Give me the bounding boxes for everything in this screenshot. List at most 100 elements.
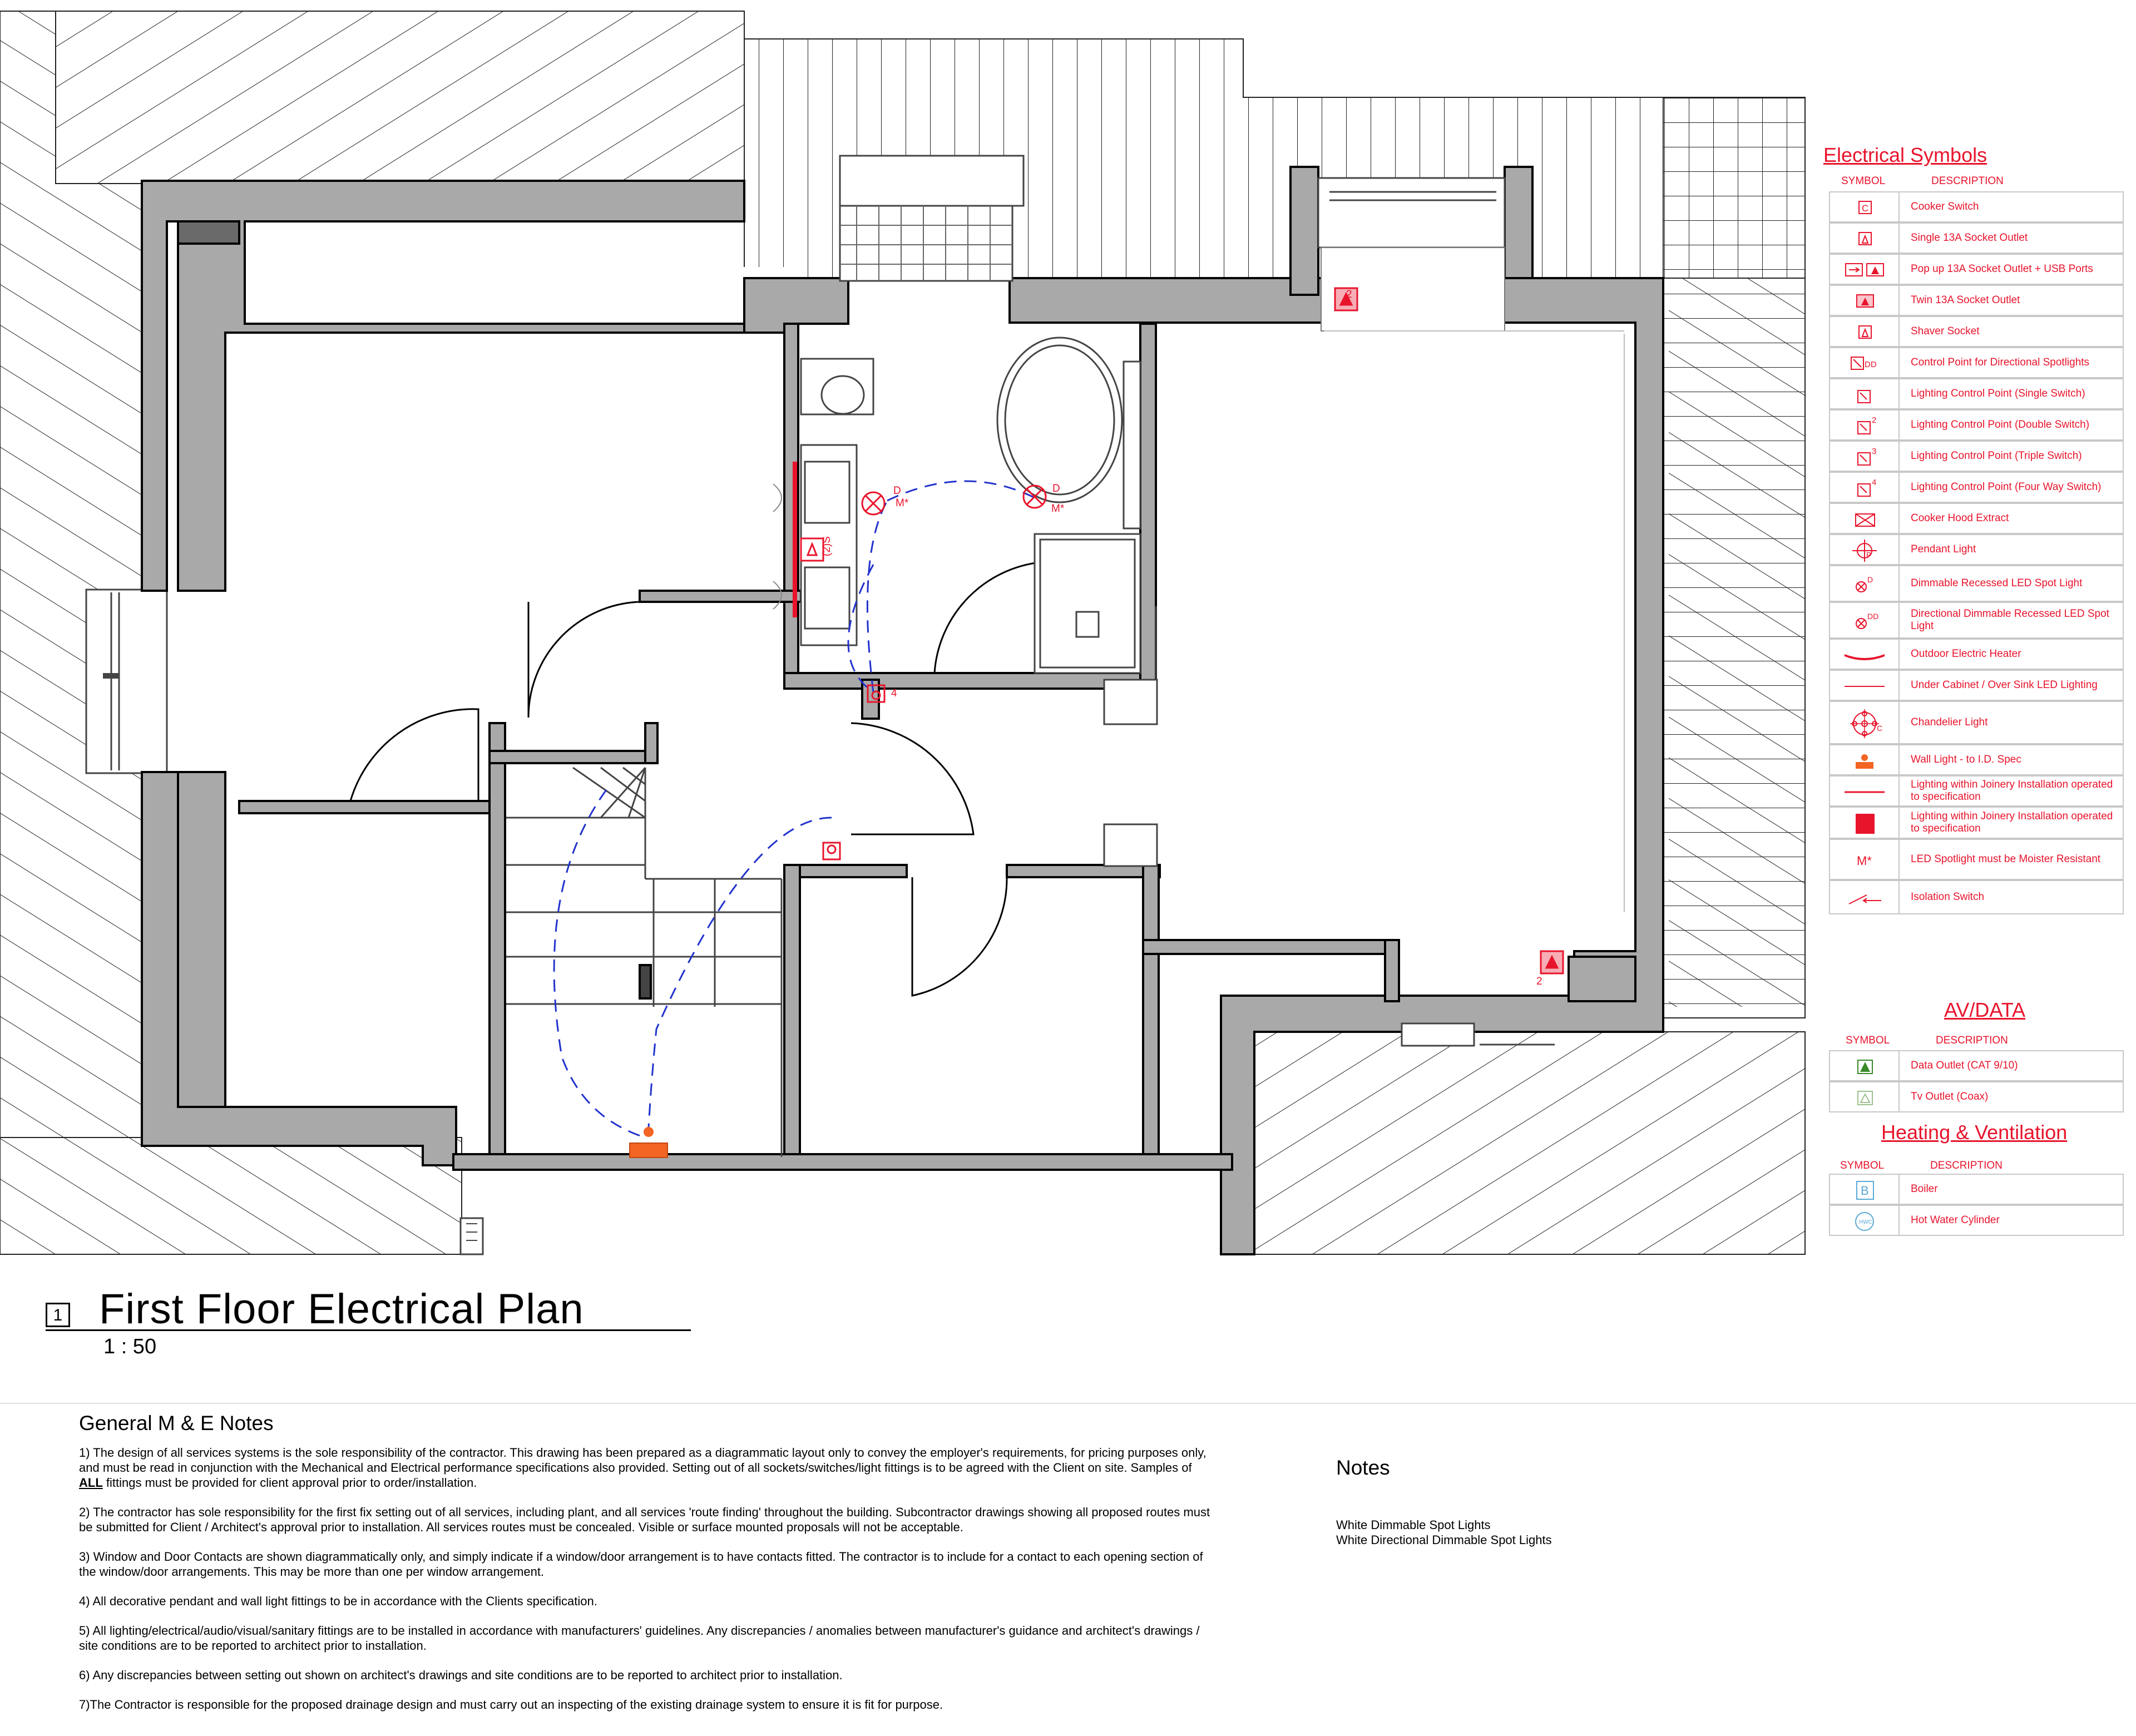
label-m2: M* — [1051, 503, 1065, 515]
general-notes-title: General M & E Notes — [79, 1412, 274, 1435]
legend-description: Lighting within Joinery Installation ope… — [1911, 810, 2113, 834]
svg-text:DD: DD — [1865, 360, 1877, 369]
joinery-light-strip — [793, 462, 797, 617]
legend-heating-description-header: DESCRIPTION — [1930, 1160, 2002, 1171]
notes-title: Notes — [1336, 1456, 1390, 1479]
label-m1: M* — [896, 497, 909, 509]
legend-description: Outdoor Electric Heater — [1911, 648, 2021, 660]
svg-text:C: C — [1862, 203, 1868, 214]
pendant-light-icon: P — [1830, 535, 1900, 564]
cabinet-bath — [1103, 679, 1158, 725]
general-note-text: 4) All decorative pendant and wall light… — [79, 1594, 597, 1608]
cooker-switch-icon: C — [1830, 192, 1900, 221]
wall-north-mid — [1008, 277, 1325, 324]
legend-row: Twin 13A Socket Outlet — [1829, 285, 2124, 316]
wall-bedroom2-step — [1142, 939, 1400, 955]
svg-text:P: P — [1866, 551, 1871, 559]
legend-row: D Dimmable Recessed LED Spot Light — [1829, 565, 2124, 602]
legend-description-header: DESCRIPTION — [1931, 175, 2004, 187]
legend-av-symbol-header: SYMBOL — [1846, 1035, 1890, 1046]
legend-description: Boiler — [1911, 1183, 1938, 1195]
switch-double-icon: 2 — [1830, 410, 1900, 439]
general-note-text: 6) Any discrepancies between setting out… — [79, 1668, 843, 1682]
legend-description: Under Cabinet / Over Sink LED Lighting — [1911, 679, 2098, 691]
label-d2: D — [1052, 483, 1060, 494]
wall-column-tl — [177, 220, 240, 245]
svg-text:DD: DD — [1867, 612, 1878, 621]
switching-circuits — [553, 480, 1041, 1139]
general-note: 2) The contractor has sole responsibilit… — [79, 1505, 1217, 1535]
legend-row: Lighting Control Point (Single Switch) — [1829, 378, 2124, 409]
label-shaver: (2)S — [821, 536, 833, 556]
popup-socket-usb-icon — [1830, 255, 1900, 284]
legend-description: Data Outlet (CAT 9/10) — [1911, 1060, 2018, 1071]
wall-bedroom2-step-v — [1384, 939, 1400, 1002]
general-note: 6) Any discrepancies between setting out… — [79, 1668, 1217, 1683]
wall-stair-west — [488, 722, 506, 1158]
svg-text:3: 3 — [1872, 447, 1876, 456]
legend-description: Dimmable Recessed LED Spot Light — [1911, 577, 2083, 589]
legend-av-title: AV/DATA — [1944, 998, 2026, 1021]
switch-four-way-icon: 4 — [1830, 473, 1900, 502]
legend-description: Chandelier Light — [1911, 716, 1988, 728]
hot-water-cylinder-icon: HWC — [1830, 1206, 1900, 1235]
legend-description: Tv Outlet (Coax) — [1911, 1091, 1989, 1102]
door-bedroom1 — [527, 601, 640, 718]
dormer-window-right — [1317, 177, 1506, 332]
legend-row: Pop up 13A Socket Outlet + USB Ports — [1829, 254, 2124, 285]
directional-control-icon: DD — [1830, 348, 1900, 377]
legend-row: Isolation Switch — [1829, 880, 2124, 914]
general-note: 1) The design of all services systems is… — [79, 1445, 1217, 1490]
door-bedroom3 — [911, 877, 1008, 997]
wall-light-icon — [1830, 745, 1900, 774]
legend-description: Lighting Control Point (Double Switch) — [1911, 419, 2090, 431]
switch-four-way-icon — [867, 684, 886, 703]
general-note-text: 3) Window and Door Contacts are shown di… — [79, 1550, 1203, 1579]
wall-stair-cupboard — [644, 722, 659, 764]
general-note: 7)The Contractor is responsible for the … — [79, 1697, 1217, 1712]
wall-north-right — [1220, 277, 1664, 1255]
label-switch-2-bottom: 2 — [1536, 976, 1542, 987]
legend-description: Directional Dimmable Recessed LED Spot L… — [1911, 608, 2109, 632]
legend-description: Hot Water Cylinder — [1911, 1214, 2000, 1226]
wall-bedroom3-south — [452, 1153, 1233, 1171]
twin-socket-icon — [1540, 950, 1564, 975]
general-notes-list: 1) The design of all services systems is… — [79, 1445, 1217, 1727]
general-note: 4) All decorative pendant and wall light… — [79, 1594, 1217, 1609]
walls — [141, 166, 1664, 1255]
single-socket-icon — [1830, 224, 1900, 253]
page-title: First Floor Electrical Plan — [99, 1285, 584, 1333]
drawing-scale: 1 : 50 — [103, 1335, 157, 1358]
general-note: 5) All lighting/electrical/audio/visual/… — [79, 1623, 1217, 1653]
legend-row: DD Directional Dimmable Recessed LED Spot… — [1829, 602, 2124, 639]
legend-row: Lighting within Joinery Installation ope… — [1829, 775, 2124, 807]
shower-mixer — [1075, 611, 1100, 638]
svg-text:4: 4 — [1872, 478, 1876, 487]
svg-text:B: B — [1861, 1184, 1869, 1198]
legend-heating-symbol-header: SYMBOL — [1840, 1160, 1885, 1171]
legend-description: Isolation Switch — [1911, 891, 1985, 903]
legend-description: Lighting Control Point (Triple Switch) — [1911, 450, 2082, 462]
legend-row: Single 13A Socket Outlet — [1829, 222, 2124, 254]
wall-window-jamb-left — [1289, 166, 1319, 296]
shaver-socket-icon — [1830, 317, 1900, 346]
svg-text:2: 2 — [1872, 416, 1876, 425]
drawing-number: 1 — [46, 1303, 70, 1327]
shower-tray — [1039, 538, 1136, 669]
legend-row: B Boiler — [1829, 1174, 2124, 1205]
svg-text:D: D — [1867, 575, 1873, 584]
general-note-text: 5) All lighting/electrical/audio/visual/… — [79, 1624, 1200, 1653]
legend-description: Pop up 13A Socket Outlet + USB Ports — [1911, 263, 2093, 275]
wall-west-lower-inner — [177, 771, 226, 1108]
wall-bedroom3-east — [1142, 864, 1160, 1155]
moisture-resistant-icon: M* — [1830, 840, 1900, 879]
chandelier-icon: C — [1830, 702, 1900, 743]
legend-description: Control Point for Directional Spotlights — [1911, 357, 2090, 368]
roof-bottom-left — [0, 1137, 462, 1255]
wall-landing-stub — [639, 590, 802, 603]
switch-triple-icon: 3 — [1830, 442, 1900, 471]
bay-window-left — [85, 588, 168, 774]
legend-description: Lighting Control Point (Single Switch) — [1911, 388, 2085, 399]
